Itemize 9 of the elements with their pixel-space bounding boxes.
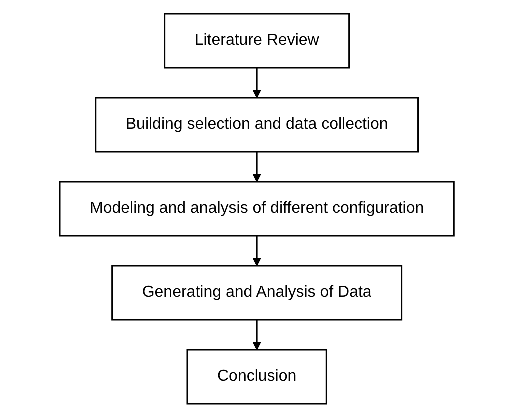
arrow (253, 68, 262, 98)
node-box: Generating and Analysis of Data (112, 265, 403, 321)
arrow (253, 236, 262, 266)
node-box: Modeling and analysis of different configuration (60, 181, 456, 237)
node-box: Conclusion (187, 349, 328, 405)
node-box: Literature Review (164, 13, 350, 69)
arrow (253, 320, 262, 350)
arrow (253, 152, 262, 182)
node-box: Building selection and data collection (96, 97, 420, 153)
